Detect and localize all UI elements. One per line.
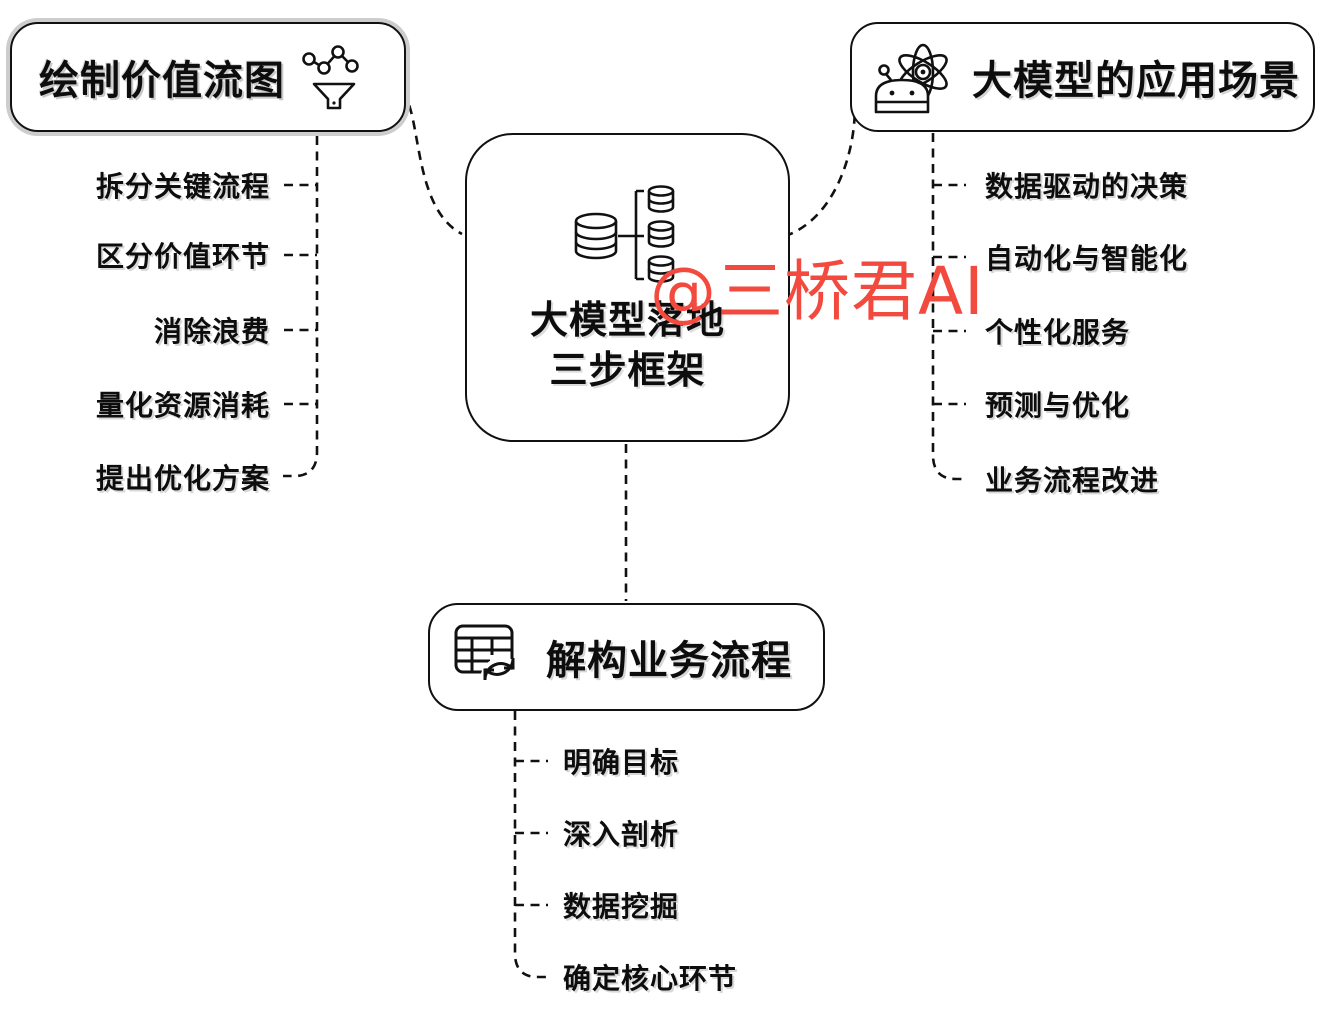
list-item-value-stream-3: 量化资源消耗: [95, 389, 270, 422]
list-item-process-0: 明确目标: [563, 746, 680, 779]
list-item-applications-4: 业务流程改进: [985, 464, 1160, 497]
network-funnel-icon: [302, 45, 359, 110]
list-item-value-stream-0: 拆分关键流程: [95, 170, 270, 203]
list-item-process-1: 深入剖析: [563, 818, 680, 851]
connector-center-to-value-stream: [401, 91, 463, 236]
stubs-process: [515, 759, 548, 907]
list-item-value-stream-2: 消除浪费: [153, 315, 270, 348]
branch-title-applications: 大模型的应用场景: [972, 58, 1300, 104]
spine-applications: [931, 133, 966, 481]
center-node: 大模型落地 三步框架: [465, 133, 790, 442]
list-item-value-stream-4: 提出优化方案: [95, 462, 270, 495]
branch-title-value-stream: 绘制价值流图: [39, 58, 285, 104]
connector-center-to-applications: [787, 83, 856, 237]
database-cluster-icon: [574, 185, 674, 283]
center-title-line2: 三步框架: [549, 348, 706, 393]
spine-value-stream: [283, 136, 319, 478]
list-item-applications-3: 预测与优化: [985, 389, 1131, 422]
list-item-process-2: 数据挖掘: [563, 890, 680, 923]
robot-atom-icon: [874, 43, 948, 114]
list-item-applications-0: 数据驱动的决策: [985, 170, 1189, 203]
branch-node-applications: 大模型的应用场景: [850, 22, 1315, 132]
stubs-value-stream: [284, 183, 317, 406]
center-title-line1: 大模型落地: [529, 298, 725, 342]
list-item-applications-2: 个性化服务: [985, 316, 1131, 349]
watermark-text: @三桥君AI: [650, 253, 985, 330]
stubs-applications: [933, 183, 966, 406]
branch-node-process: 解构业务流程: [428, 603, 825, 711]
branch-node-value-stream: 绘制价值流图: [10, 22, 406, 132]
list-item-value-stream-1: 区分价值环节: [95, 240, 270, 273]
branch-title-process: 解构业务流程: [546, 638, 792, 684]
center-title: 大模型落地 三步框架: [530, 295, 725, 395]
spine-process: [513, 711, 548, 979]
table-refresh-icon: [454, 624, 520, 681]
list-item-applications-1: 自动化与智能化: [985, 242, 1189, 275]
list-item-process-3: 确定核心环节: [563, 962, 738, 995]
